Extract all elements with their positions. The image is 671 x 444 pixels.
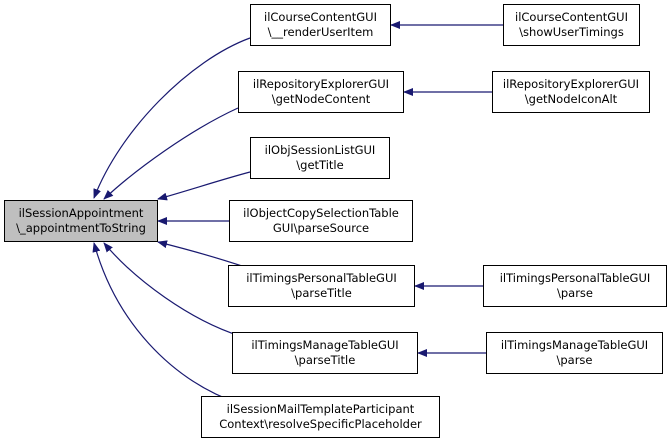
node-course-content-show-user-timings[interactable]: ilCourseContentGUI \showUserTimings xyxy=(503,4,640,46)
node-line-1: ilTimingsManageTableGUI xyxy=(251,338,399,352)
node-line-1: ilObjectCopySelectionTable xyxy=(243,206,399,220)
node-line-1: ilSessionMailTemplateParticipant xyxy=(226,402,415,416)
node-line-2: \getNodeContent xyxy=(271,92,371,106)
node-line-1: ilTimingsPersonalTableGUI xyxy=(246,271,397,285)
edge-mail-template-to-root xyxy=(92,242,241,405)
node-timings-personal-parse[interactable]: ilTimingsPersonalTableGUI \parse xyxy=(483,265,667,307)
node-line-2: GUI\parseSource xyxy=(272,221,370,235)
node-line-2: \parseTitle xyxy=(294,353,356,367)
node-line-2: \getTitle xyxy=(296,158,344,172)
node-line-1: ilTimingsManageTableGUI xyxy=(500,338,649,352)
node-line-2: \_appointmentToString xyxy=(16,221,146,235)
node-line-2: \__renderUserItem xyxy=(267,25,374,39)
node-obj-session-list-get-title[interactable]: ilObjSessionListGUI \getTitle xyxy=(250,137,390,179)
edge-timings-personal-title-to-root xyxy=(157,240,246,268)
node-repository-explorer-get-node-content[interactable]: ilRepositoryExplorerGUI \getNodeContent xyxy=(238,71,404,113)
node-line-1: ilCourseContentGUI xyxy=(264,10,377,24)
node-root-appointment-to-string: ilSessionAppointment \_appointmentToStri… xyxy=(4,200,158,242)
node-line-2: \parse xyxy=(556,286,594,300)
node-object-copy-selection-parse-source[interactable]: ilObjectCopySelectionTable GUI\parseSour… xyxy=(229,200,413,242)
node-repository-explorer-get-node-icon-alt[interactable]: ilRepositoryExplorerGUI \getNodeIconAlt xyxy=(492,71,650,113)
node-line-1: ilCourseContentGUI xyxy=(515,10,628,24)
edge-repo-explorer-node-to-root xyxy=(103,107,239,200)
node-line-2: \parseTitle xyxy=(291,286,352,300)
node-line-2: \getNodeIconAlt xyxy=(524,92,618,106)
node-line-1: ilObjSessionListGUI xyxy=(264,143,376,157)
node-line-1: ilRepositoryExplorerGUI xyxy=(252,77,390,91)
node-course-content-render-user-item[interactable]: ilCourseContentGUI \__renderUserItem xyxy=(250,4,391,46)
node-line-2: Context\resolveSpecificPlaceholder xyxy=(219,417,422,431)
node-line-1: ilTimingsPersonalTableGUI xyxy=(499,271,651,285)
node-line-2: \parse xyxy=(556,353,593,367)
node-timings-manage-parse[interactable]: ilTimingsManageTableGUI \parse xyxy=(486,332,663,374)
node-line-1: ilSessionAppointment xyxy=(18,206,144,220)
edge-timings-manage-title-to-root xyxy=(103,242,241,337)
node-line-1: ilRepositoryExplorerGUI xyxy=(502,77,640,91)
node-session-mail-template-resolve-placeholder[interactable]: ilSessionMailTemplateParticipant Context… xyxy=(201,396,440,438)
edge-obj-session-list-to-root xyxy=(157,171,251,201)
node-line-2: \showUserTimings xyxy=(519,25,624,39)
node-timings-manage-parse-title[interactable]: ilTimingsManageTableGUI \parseTitle xyxy=(232,332,418,374)
edge-course-content-render-to-root xyxy=(93,37,251,199)
node-timings-personal-parse-title[interactable]: ilTimingsPersonalTableGUI \parseTitle xyxy=(228,265,415,307)
